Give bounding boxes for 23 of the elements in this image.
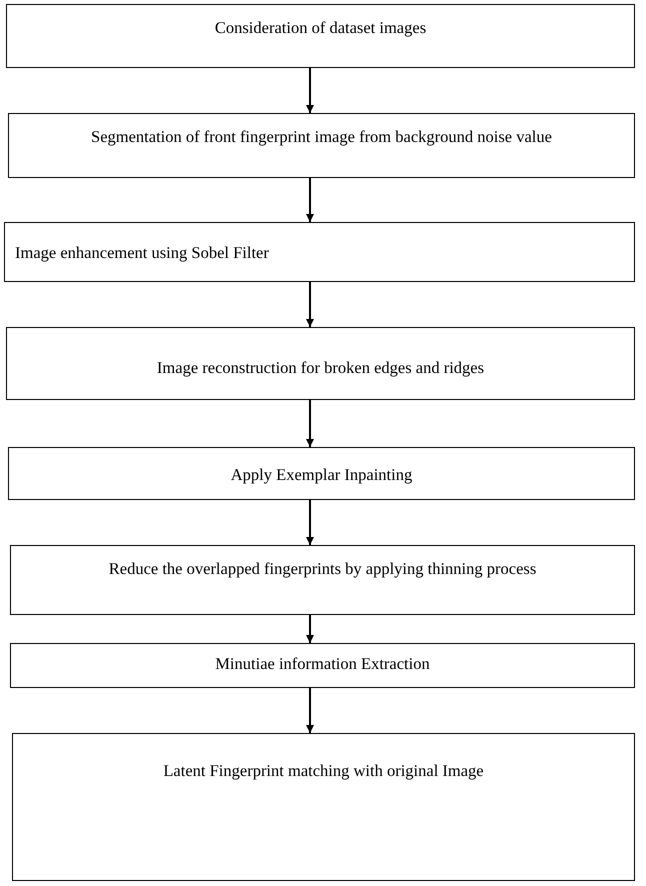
arrow [306, 178, 314, 222]
arrow [306, 500, 314, 545]
step-text: Minutiae information Extraction [214, 653, 431, 675]
step-text: Latent Fingerprint matching with original Image [162, 760, 485, 782]
step-text: Reduce the overlapped fingerprints by applying thinning process [108, 558, 538, 580]
step-text: Image reconstruction for broken edges and ridges [156, 357, 486, 379]
process-box [12, 733, 635, 881]
arrow [306, 68, 314, 113]
step-text: Image enhancement using Sobel Filter [15, 242, 270, 264]
process-box [6, 327, 635, 400]
process-box [10, 545, 635, 615]
arrow [306, 688, 314, 733]
step-text: Apply Exemplar Inpainting [230, 464, 414, 486]
step-text: Consideration of dataset images [214, 17, 428, 39]
process-box [6, 4, 635, 68]
step-text: Segmentation of front fingerprint image from background noise value [90, 126, 553, 148]
process-box [10, 643, 635, 688]
process-box [4, 222, 635, 282]
arrow [306, 400, 314, 447]
arrow [306, 615, 314, 643]
arrow [306, 282, 314, 327]
process-box [8, 113, 635, 178]
process-box [8, 447, 635, 500]
